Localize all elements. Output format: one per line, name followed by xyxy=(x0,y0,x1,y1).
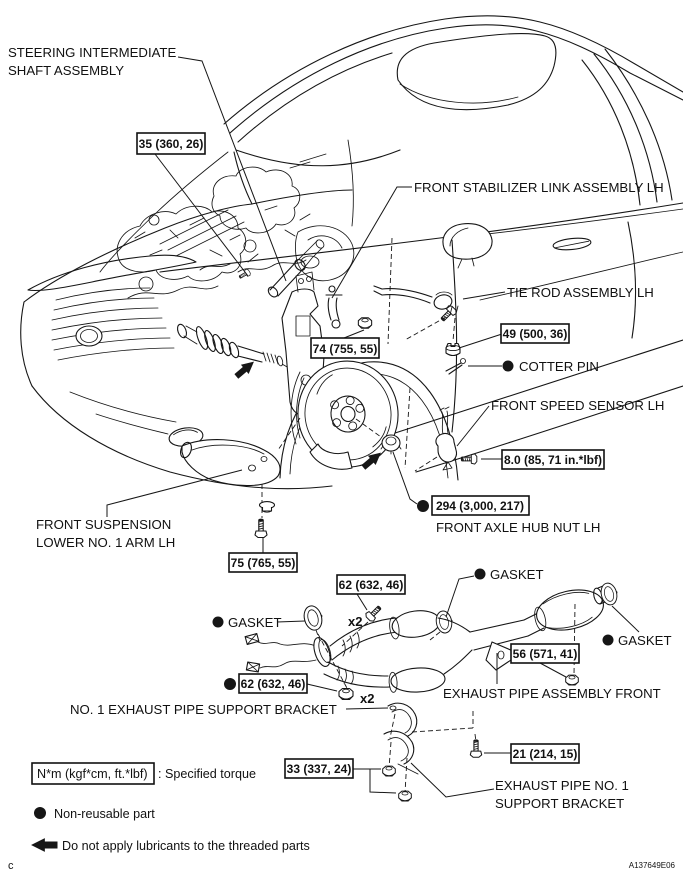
torque-box-knuckle: 74 (755, 55) xyxy=(310,337,380,359)
bracket-bolt-part xyxy=(469,739,483,758)
exhaust-flange-bolt xyxy=(363,602,385,624)
drawing-code: A137649E06 xyxy=(629,861,676,870)
non-reusable-dot-gasket-right xyxy=(602,634,614,646)
torque-value-hubnut: 294 (3,000, 217) xyxy=(436,499,524,513)
legend-no-lubricant: Do not apply lubricants to the threaded … xyxy=(62,839,310,853)
gasket-left-part xyxy=(301,603,326,633)
label-steering-shaft-2: SHAFT ASSEMBLY xyxy=(8,63,124,78)
label-lower-arm-2: LOWER NO. 1 ARM LH xyxy=(36,535,175,550)
stabilizer-link xyxy=(325,285,343,329)
torque-box-flange-upper: 62 (632, 46) xyxy=(336,574,406,595)
non-reusable-dot-hubnut xyxy=(417,500,429,512)
legend: N*m (kgf*cm, ft.*lbf) : Specified torque… xyxy=(31,762,310,853)
torque-box-tierod: 49 (500, 36) xyxy=(500,323,570,344)
support-brackets-illustration xyxy=(382,702,483,802)
exhaust-assembly-illustration xyxy=(244,580,621,701)
label-speed-sensor: FRONT SPEED SENSOR LH xyxy=(491,398,664,413)
speed-sensor-part xyxy=(414,406,478,472)
page-letter: c xyxy=(8,860,14,872)
legend-non-reusable: Non-reusable part xyxy=(54,807,155,821)
torque-value-knuckle: 74 (755, 55) xyxy=(313,342,378,356)
stabilizer-nut xyxy=(357,317,373,329)
torque-value-sensor: 8.0 (85, 71 in.*lbf) xyxy=(504,453,602,467)
torque-value-bracketnut: 33 (337, 24) xyxy=(287,762,352,776)
legend-torque-unit: N*m (kgf*cm, ft.*lbf) xyxy=(37,767,148,781)
front-suspension-illustration xyxy=(176,239,478,539)
label-cotter-pin: COTTER PIN xyxy=(519,359,599,374)
torque-value-lowerarm: 75 (765, 55) xyxy=(231,556,296,570)
torque-value-flange-lower: 62 (632, 46) xyxy=(241,677,306,691)
label-stabilizer-link: FRONT STABILIZER LINK ASSEMBLY LH xyxy=(414,180,664,195)
torque-box-sensor: 8.0 (85, 71 in.*lbf) xyxy=(501,449,605,470)
torque-box-bracketbolt: 21 (214, 15) xyxy=(510,743,580,764)
label-exhaust-front: EXHAUST PIPE ASSEMBLY FRONT xyxy=(443,686,661,701)
torque-box-flange-lower: 62 (632, 46) xyxy=(224,673,308,694)
non-reusable-dot-cotter xyxy=(502,360,514,372)
catalytic-converter-lower xyxy=(388,667,446,693)
brake-disc xyxy=(297,360,399,468)
non-reusable-dot-gasket-left xyxy=(212,616,224,628)
exhaust-inlet-flange xyxy=(313,637,332,667)
label-lower-arm-1: FRONT SUSPENSION xyxy=(36,517,171,532)
engine-illustration xyxy=(116,166,355,299)
label-gasket-left: GASKET xyxy=(228,615,282,630)
legend-torque-unit-box xyxy=(31,762,155,785)
cotter-pin-part xyxy=(445,358,466,375)
label-x2-nut: x2 xyxy=(360,691,374,706)
torque-box-bracketnut: 33 (337, 24) xyxy=(284,758,354,779)
torque-box-pipesupport: 56 (571, 41) xyxy=(510,643,580,664)
torque-box-steering: 35 (360, 26) xyxy=(136,132,206,155)
tie-rod xyxy=(373,285,466,375)
label-gasket-top: GASKET xyxy=(490,567,544,582)
lower-arm-part xyxy=(180,417,301,539)
catalytic-converter-upper xyxy=(389,610,441,640)
label-steering-shaft-1: STEERING INTERMEDIATE xyxy=(8,45,176,60)
grille-emblem xyxy=(75,325,103,347)
leader-lines xyxy=(106,56,640,798)
label-gasket-right: GASKET xyxy=(618,633,672,648)
label-tie-rod: TIE ROD ASSEMBLY LH xyxy=(507,285,654,300)
label-hub-nut: FRONT AXLE HUB NUT LH xyxy=(436,520,600,535)
torque-value-tierod: 49 (500, 36) xyxy=(503,327,568,341)
part-labels: STEERING INTERMEDIATE SHAFT ASSEMBLY FRO… xyxy=(8,45,672,811)
no-lubricant-arrow-axle xyxy=(232,357,258,382)
exhaust-flange-nut xyxy=(338,687,354,701)
label-no1-bracket: NO. 1 EXHAUST PIPE SUPPORT BRACKET xyxy=(70,702,337,717)
hub-nut-part xyxy=(355,418,402,455)
torque-specs: 35 (360, 26) 74 (755, 55) 49 (500, 36) 8… xyxy=(136,132,605,779)
bracket-nut-2 xyxy=(398,790,412,802)
tie-rod-castle-nut xyxy=(445,342,461,357)
non-reusable-dot-flange xyxy=(224,678,236,690)
torque-value-bracketbolt: 21 (214, 15) xyxy=(513,747,578,761)
no-lubricant-legend-arrow xyxy=(31,838,58,852)
label-bracket-2: SUPPORT BRACKET xyxy=(495,796,624,811)
non-reusable-dot-gasket-top xyxy=(474,568,486,580)
torque-value-flange-upper: 62 (632, 46) xyxy=(339,578,404,592)
torque-value-steering: 35 (360, 26) xyxy=(139,137,204,151)
torque-box-hubnut: 294 (3,000, 217) xyxy=(417,495,530,516)
torque-box-lowerarm: 75 (765, 55) xyxy=(228,552,298,573)
brake-caliper xyxy=(309,443,353,470)
torque-value-pipesupport: 56 (571, 41) xyxy=(513,647,578,661)
steering-intermediate-shaft xyxy=(237,239,325,298)
pipe-support-nut-part xyxy=(565,674,579,686)
bracket-nut-1 xyxy=(382,765,396,777)
car-body-illustration xyxy=(20,15,683,490)
label-bracket-1: EXHAUST PIPE NO. 1 xyxy=(495,778,629,793)
label-x2-bolt: x2 xyxy=(348,614,362,629)
lower-arm-bolt-part xyxy=(254,518,268,539)
non-reusable-legend-dot xyxy=(34,807,46,819)
legend-torque-desc: : Specified torque xyxy=(158,767,256,781)
